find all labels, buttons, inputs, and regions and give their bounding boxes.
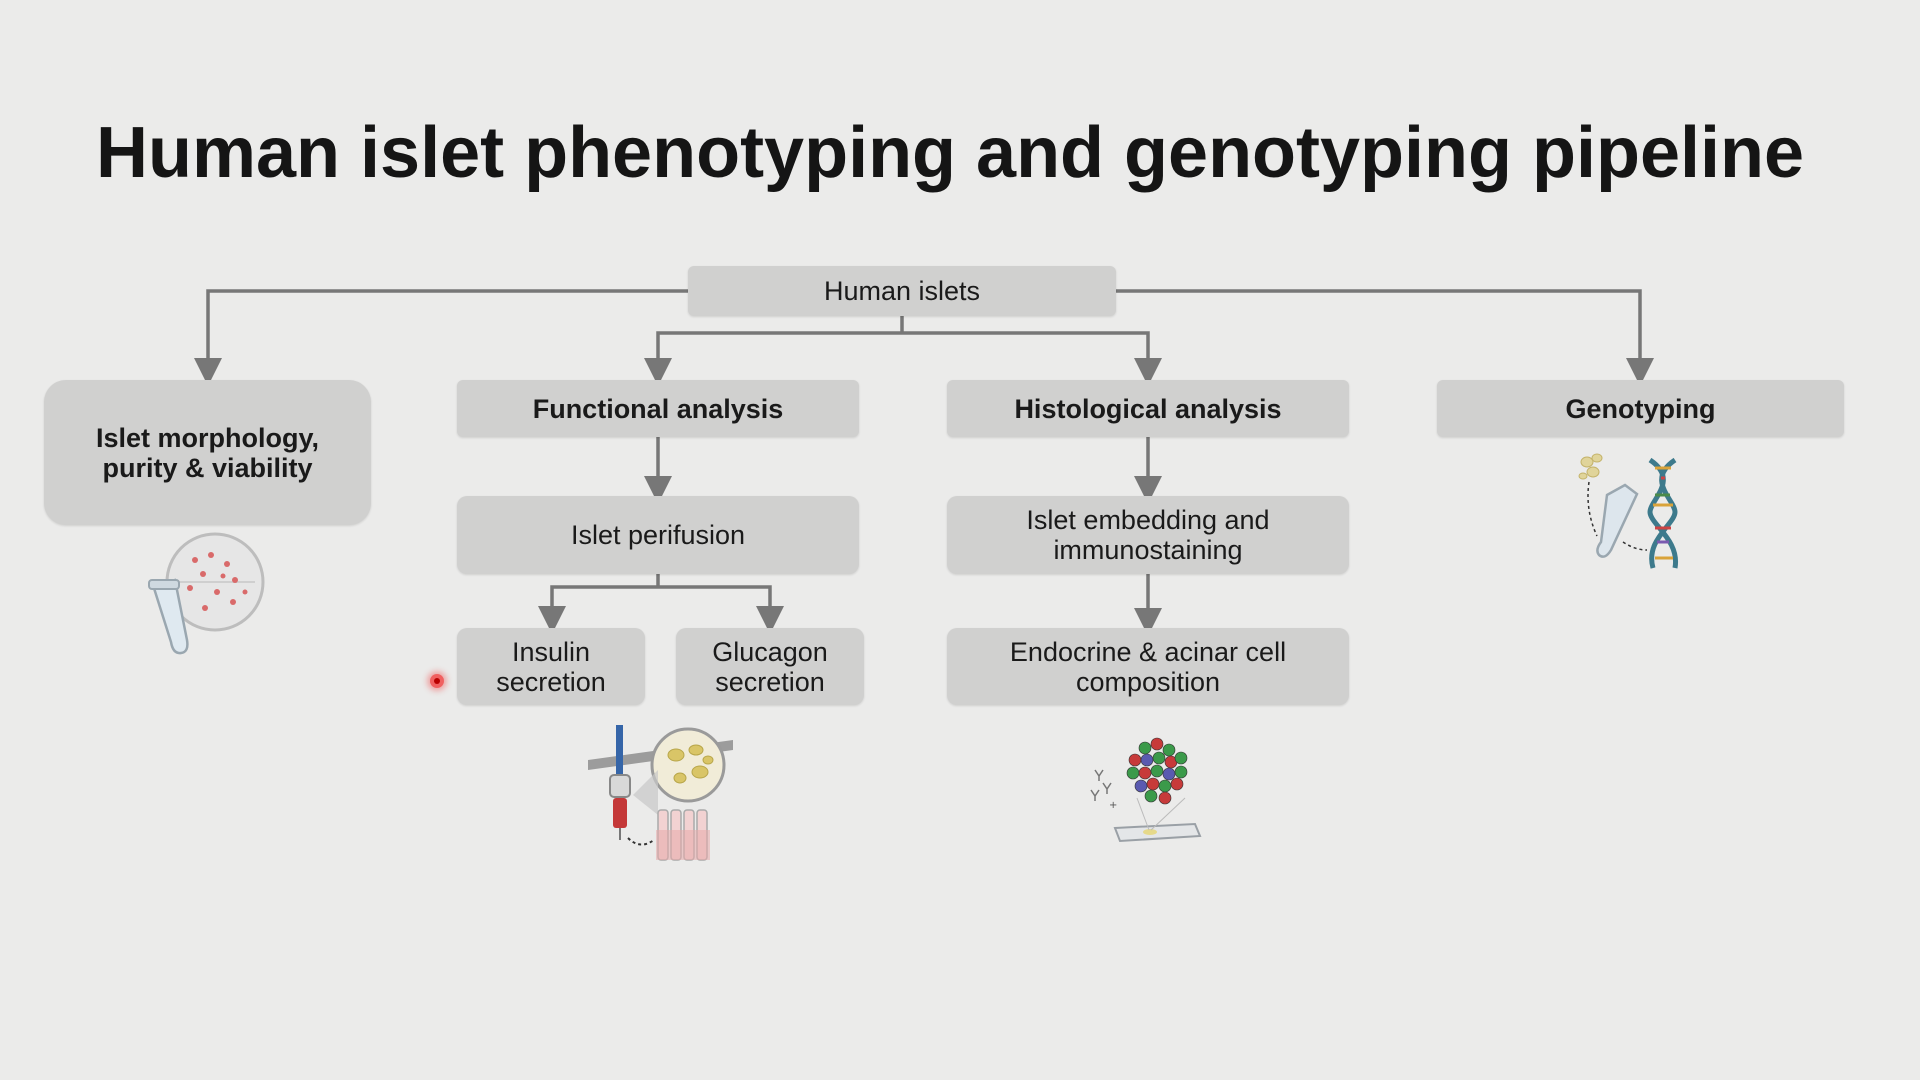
connector-root-genotyping (1116, 289, 1654, 386)
node-label: Genotyping (1565, 393, 1716, 424)
node-label: Glucagon secretion (712, 636, 828, 697)
node-label: Functional analysis (532, 393, 784, 424)
node-islet-perifusion: Islet perifusion (457, 496, 859, 574)
node-functional-analysis: Functional analysis (457, 380, 859, 437)
islet-tube-magnifier-icon (148, 532, 265, 655)
connector-root-functional (644, 331, 902, 386)
dna-tube-icon (1578, 453, 1678, 569)
connector-root-histological (902, 331, 1162, 386)
node-label: Islet perifusion (570, 520, 746, 550)
svg-text:+: + (1109, 800, 1117, 811)
node-label: Histological analysis (1014, 393, 1282, 424)
node-label: Islet embedding and immunostaining (1026, 505, 1270, 565)
node-label: Insulin secretion (496, 636, 606, 697)
connector-perifusion-glucagon (658, 585, 784, 634)
node-histological-analysis: Histological analysis (947, 380, 1349, 437)
perifusion-apparatus-icon (588, 725, 733, 861)
node-islet-embedding: Islet embedding and immunostaining (947, 496, 1349, 574)
pointer-cursor (430, 674, 444, 688)
node-cell-composition: Endocrine & acinar cell composition (947, 628, 1349, 705)
node-label: Human islets (823, 276, 981, 306)
node-label: Endocrine & acinar cell composition (1009, 636, 1287, 697)
node-human-islets: Human islets (688, 266, 1116, 316)
node-insulin-secretion: Insulin secretion (457, 628, 645, 705)
page-title: Human islet phenotyping and genotyping p… (96, 113, 1805, 193)
node-label: Islet morphology, purity & viability (95, 422, 319, 483)
connector-root-morphology (194, 289, 688, 386)
node-genotyping: Genotyping (1437, 380, 1844, 437)
connector-perifusion-insulin (538, 585, 658, 634)
node-glucagon-secretion: Glucagon secretion (676, 628, 864, 705)
node-islet-morphology: Islet morphology, purity & viability (44, 380, 371, 525)
cell-cluster-slide-icon: + (1090, 737, 1202, 843)
